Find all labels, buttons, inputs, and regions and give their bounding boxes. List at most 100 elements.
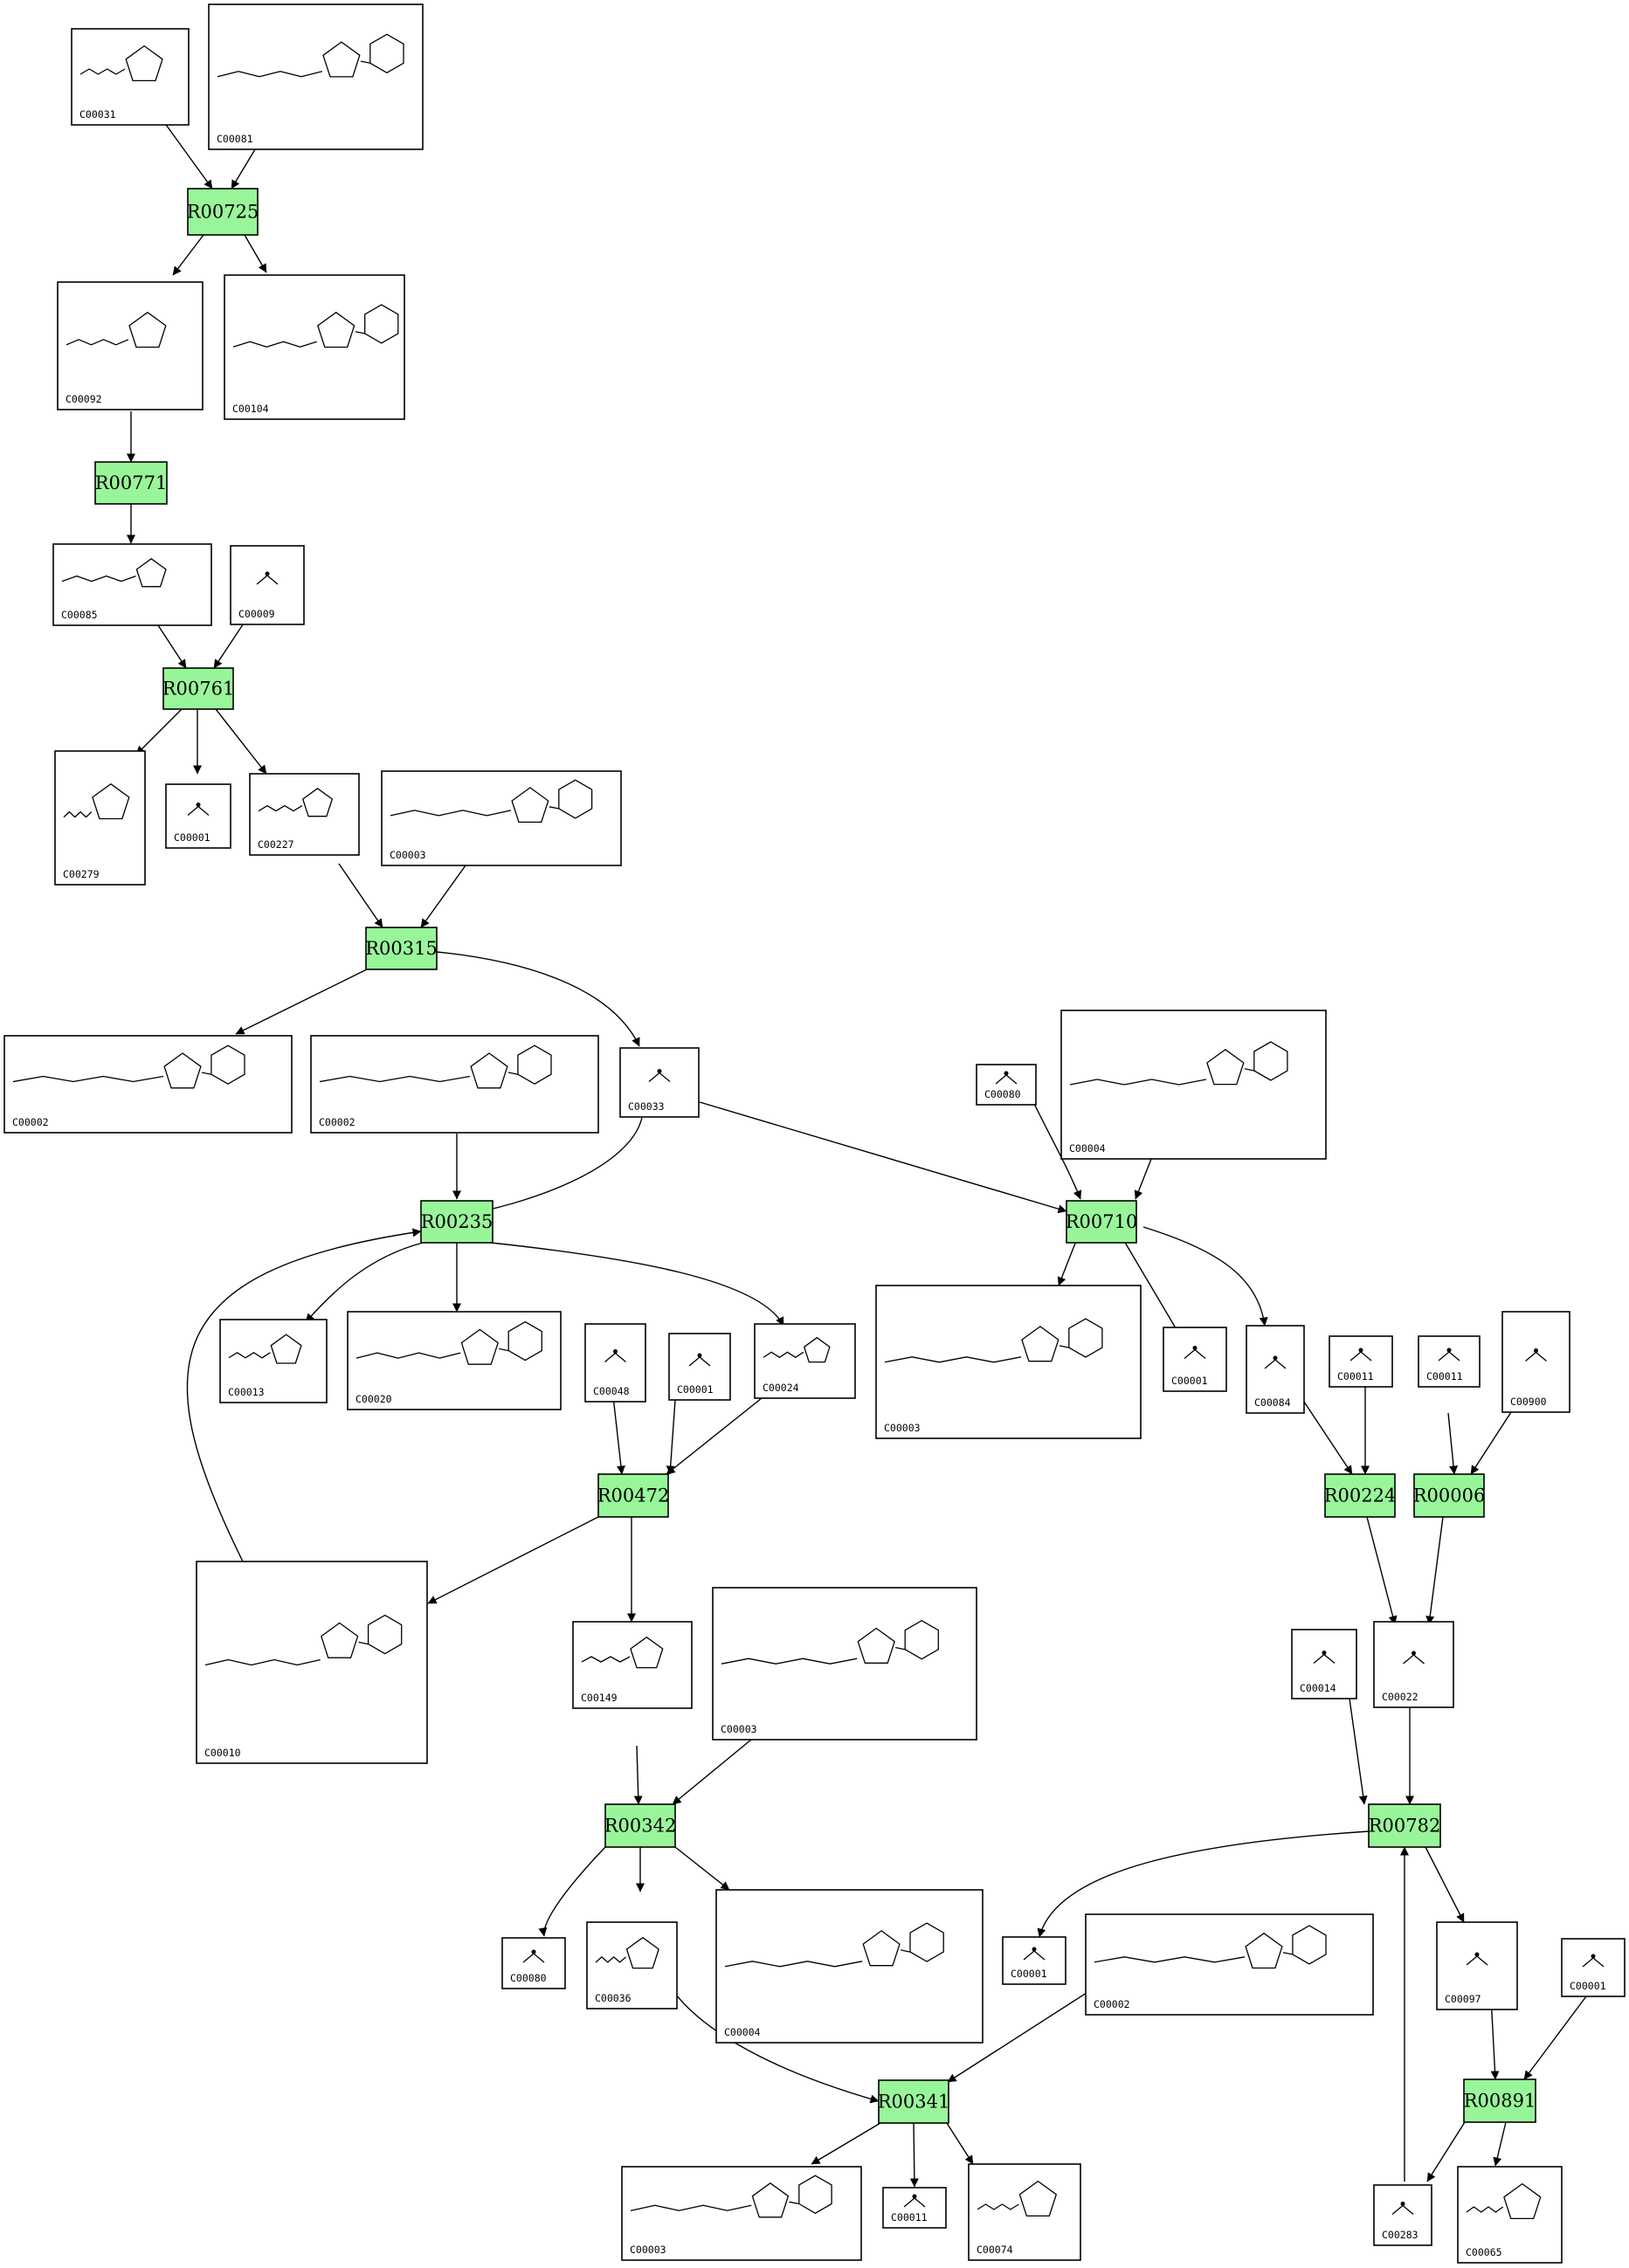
- compound-node-c00031[interactable]: C00031: [71, 28, 190, 126]
- compound-label: C00074: [977, 2244, 1013, 2256]
- molecule-structure: [1069, 1041, 1288, 1086]
- compound-node-c00003[interactable]: C00003: [381, 770, 622, 866]
- molecule-structure: [12, 1044, 245, 1089]
- reaction-label: R00472: [597, 1486, 670, 1506]
- compound-node-c00004[interactable]: C00004: [1060, 1010, 1327, 1160]
- compound-label: C00013: [228, 1386, 265, 1398]
- compound-label: C00004: [1069, 1142, 1106, 1155]
- molecule-structure: [522, 1949, 545, 1963]
- compound-label: C00080: [984, 1088, 1021, 1100]
- compound-node-c00011[interactable]: C00011: [1329, 1335, 1393, 1388]
- molecule-structure: [204, 1614, 403, 1666]
- reaction-node-r00235[interactable]: R00235: [420, 1200, 494, 1244]
- compound-node-c00081[interactable]: C00081: [208, 3, 424, 150]
- compound-node-c00900[interactable]: C00900: [1501, 1311, 1570, 1413]
- compound-label: C00002: [12, 1116, 49, 1128]
- molecule-structure: [232, 304, 399, 348]
- reaction-node-r00315[interactable]: R00315: [365, 927, 438, 970]
- compound-node-c00009[interactable]: C00009: [230, 545, 305, 625]
- compound-node-c00011[interactable]: C00011: [1418, 1335, 1481, 1388]
- compound-label: C00003: [884, 1422, 921, 1434]
- compound-node-c00283[interactable]: C00283: [1373, 2184, 1432, 2246]
- compound-node-c00003[interactable]: C00003: [712, 1587, 977, 1741]
- compound-label: C00001: [1011, 1968, 1047, 1980]
- molecule-structure: [721, 1620, 939, 1665]
- reaction-node-r00710[interactable]: R00710: [1066, 1200, 1138, 1244]
- compound-node-c00024[interactable]: C00024: [754, 1323, 856, 1399]
- reaction-label: R00891: [1464, 2091, 1536, 2112]
- molecule-structure: [604, 1349, 626, 1362]
- compound-node-c00013[interactable]: C00013: [219, 1319, 328, 1403]
- compound-label: C00004: [724, 2026, 761, 2038]
- compound-node-c00002[interactable]: C00002: [3, 1035, 293, 1134]
- compound-node-c00048[interactable]: C00048: [584, 1323, 646, 1403]
- compound-label: C00003: [630, 2244, 666, 2256]
- compound-label: C00022: [1382, 1691, 1418, 1703]
- compound-node-c00003[interactable]: C00003: [621, 2166, 862, 2261]
- compound-label: C00001: [174, 831, 211, 844]
- compound-node-c00014[interactable]: C00014: [1291, 1629, 1357, 1699]
- compound-node-c00149[interactable]: C00149: [572, 1621, 693, 1709]
- molecule-structure: [648, 1069, 671, 1082]
- molecule-structure: [1525, 1348, 1547, 1361]
- compound-node-c00001[interactable]: C00001: [165, 783, 231, 849]
- reaction-node-r00342[interactable]: R00342: [604, 1803, 677, 1848]
- compound-node-c00097[interactable]: C00097: [1436, 1921, 1518, 2010]
- compound-node-c00001[interactable]: C00001: [1561, 1938, 1626, 1997]
- reaction-node-r00761[interactable]: R00761: [162, 667, 235, 710]
- compound-node-c00003[interactable]: C00003: [875, 1285, 1142, 1439]
- compound-label: C00080: [510, 1972, 547, 1984]
- compound-node-c00002[interactable]: C00002: [1085, 1913, 1374, 2016]
- molecule-structure: [355, 1320, 542, 1365]
- molecule-structure: [1391, 2202, 1414, 2215]
- reaction-label: R00006: [1413, 1486, 1486, 1506]
- compound-node-c00020[interactable]: C00020: [347, 1311, 562, 1410]
- compound-node-c00022[interactable]: C00022: [1373, 1621, 1454, 1708]
- compound-label: C00104: [232, 403, 269, 415]
- reaction-node-r00725[interactable]: R00725: [187, 188, 259, 236]
- compound-label: C00002: [319, 1116, 355, 1128]
- compound-node-c00001[interactable]: C00001: [1163, 1327, 1227, 1392]
- molecule-structure: [1094, 1925, 1327, 1969]
- compound-node-c00227[interactable]: C00227: [249, 773, 360, 856]
- reaction-node-r00341[interactable]: R00341: [878, 2079, 950, 2124]
- compound-node-c00092[interactable]: C00092: [57, 281, 204, 410]
- reaction-node-r00006[interactable]: R00006: [1413, 1473, 1486, 1518]
- compound-node-c00010[interactable]: C00010: [196, 1561, 428, 1764]
- molecule-structure: [256, 571, 279, 585]
- compound-node-c00080[interactable]: C00080: [501, 1937, 566, 1989]
- compound-node-c00002[interactable]: C00002: [310, 1035, 599, 1134]
- reaction-node-r00891[interactable]: R00891: [1463, 2078, 1536, 2123]
- compound-label: C00048: [593, 1385, 630, 1397]
- molecule-structure: [724, 1922, 944, 1968]
- reaction-node-r00782[interactable]: R00782: [1368, 1803, 1441, 1848]
- compound-node-c00080[interactable]: C00080: [976, 1064, 1037, 1106]
- reaction-node-r00771[interactable]: R00771: [94, 461, 168, 505]
- molecule-structure: [763, 1337, 831, 1363]
- compound-node-c00001[interactable]: C00001: [1002, 1936, 1066, 1985]
- compound-label: C00011: [1426, 1370, 1463, 1382]
- molecule-structure: [79, 45, 163, 82]
- compound-node-c00004[interactable]: C00004: [715, 1889, 984, 2044]
- compound-node-c00074[interactable]: C00074: [968, 2163, 1081, 2261]
- compound-node-c00279[interactable]: C00279: [54, 750, 146, 886]
- molecule-structure: [688, 1353, 711, 1367]
- compound-label: C00011: [1337, 1370, 1374, 1382]
- compound-node-c00033[interactable]: C00033: [619, 1047, 700, 1118]
- compound-node-c00001[interactable]: C00001: [668, 1333, 731, 1401]
- compound-node-c00084[interactable]: C00084: [1246, 1325, 1305, 1414]
- molecule-structure: [1023, 1947, 1046, 1961]
- compound-node-c00011[interactable]: C00011: [882, 2187, 947, 2229]
- compound-label: C00011: [891, 2211, 928, 2223]
- molecule-structure: [1403, 1651, 1425, 1665]
- compound-label: C00001: [677, 1383, 714, 1396]
- reaction-label: R00342: [604, 1816, 677, 1837]
- compound-node-c00104[interactable]: C00104: [224, 274, 405, 420]
- compound-node-c00065[interactable]: C00065: [1457, 2166, 1563, 2264]
- compound-node-c00036[interactable]: C00036: [586, 1921, 678, 2009]
- reaction-node-r00224[interactable]: R00224: [1324, 1473, 1397, 1518]
- reaction-node-r00472[interactable]: R00472: [597, 1473, 670, 1518]
- compound-node-c00085[interactable]: C00085: [52, 543, 212, 626]
- molecule-structure: [228, 1334, 302, 1364]
